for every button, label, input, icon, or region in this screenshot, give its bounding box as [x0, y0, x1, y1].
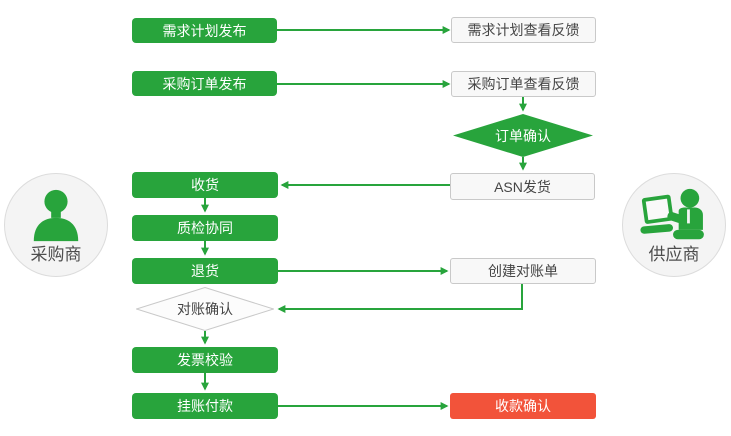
actor-buyer-label: 采购商: [30, 245, 82, 264]
node-asn-shipment: ASN发货: [450, 173, 595, 200]
actor-supplier: 供应商: [622, 173, 726, 277]
decision-label: 订单确认: [495, 127, 551, 144]
actor-buyer: 采购商: [4, 173, 108, 277]
diamond-shape: [453, 114, 593, 157]
node-quality-collaboration: 质检协同: [132, 215, 278, 241]
node-po-publish: 采购订单发布: [132, 71, 277, 96]
node-invoice-verification: 发票校验: [132, 347, 278, 373]
node-create-statement: 创建对账单: [450, 258, 596, 284]
node-return-goods: 退货: [132, 258, 278, 284]
diamond-shape: [136, 287, 274, 331]
decision-order-confirmation: 订单确认: [453, 114, 593, 157]
person-laptop-icon: [640, 188, 704, 240]
decision-label: 对账确认: [177, 301, 233, 317]
node-book-payment: 挂账付款: [132, 393, 278, 419]
connector-statement-to-recon-confirm: [277, 284, 523, 313]
node-demand-plan-feedback: 需求计划查看反馈: [451, 17, 596, 43]
node-receipt-confirmation: 收款确认: [450, 393, 596, 419]
actor-supplier-label: 供应商: [648, 245, 700, 264]
node-po-feedback: 采购订单查看反馈: [451, 71, 596, 97]
decision-reconciliation-confirmation: 对账确认: [136, 287, 274, 331]
person-icon: [33, 189, 79, 242]
node-receive-goods: 收货: [132, 172, 278, 198]
node-demand-plan-publish: 需求计划发布: [132, 18, 277, 43]
